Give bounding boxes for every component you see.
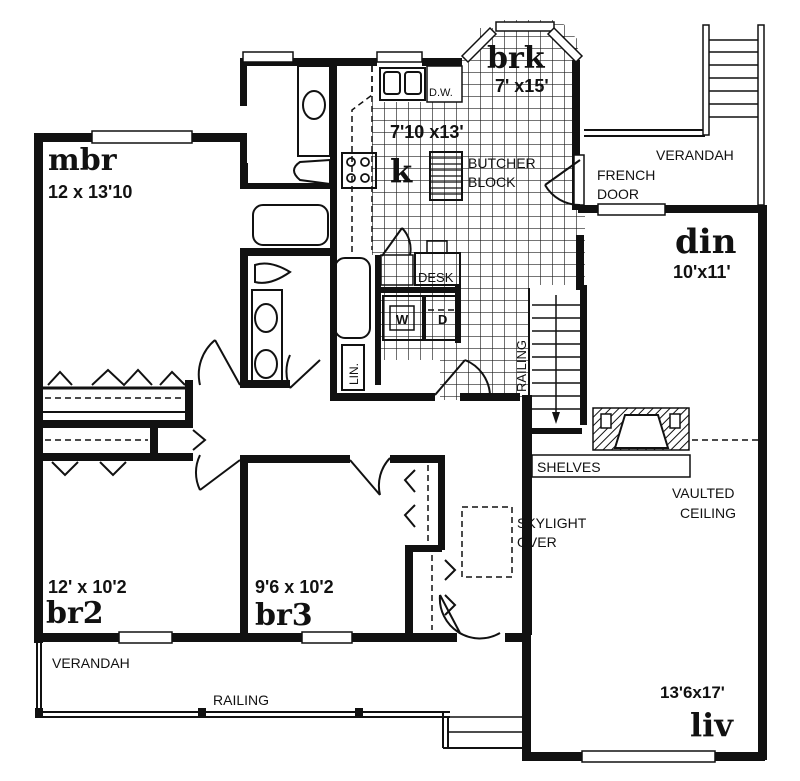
- toilet-icon: [254, 262, 292, 284]
- sink-icon: [302, 90, 326, 120]
- svg-text:D: D: [438, 312, 447, 327]
- svg-text:VERANDAH: VERANDAH: [656, 147, 734, 163]
- verandah-top: [584, 24, 765, 206]
- svg-text:din: din: [675, 222, 736, 262]
- room-label-k: 7'10 x13' k: [390, 122, 464, 190]
- svg-text:SHELVES: SHELVES: [537, 459, 601, 475]
- svg-text:7'10 x13': 7'10 x13': [390, 122, 464, 142]
- svg-text:9'6 x 10'2: 9'6 x 10'2: [255, 577, 334, 597]
- dryer-icon: [424, 295, 458, 341]
- svg-text:W: W: [396, 312, 409, 327]
- svg-text:CEILING: CEILING: [680, 505, 736, 521]
- svg-text:brk: brk: [487, 41, 546, 76]
- svg-text:k: k: [390, 152, 413, 190]
- sink-icon: [379, 67, 426, 101]
- bathroom-fixtures: [251, 65, 371, 391]
- room-label-din: din 10'x11': [673, 222, 736, 282]
- exterior-stairs: [709, 39, 758, 118]
- room-label-mbr: mbr 12 x 13'10: [48, 143, 132, 202]
- sink-icon: [254, 349, 278, 379]
- windows: [91, 21, 716, 763]
- svg-text:RAILING: RAILING: [514, 340, 529, 392]
- room-label-brk: brk 7' x15': [487, 41, 549, 96]
- fireplace: [531, 407, 758, 478]
- washer-icon: [382, 295, 424, 341]
- kitchen-fixtures: [341, 65, 463, 341]
- room-label-br3: 9'6 x 10'2 br3: [255, 577, 334, 633]
- sink-icon: [254, 303, 278, 333]
- svg-text:LIN.: LIN.: [347, 363, 361, 385]
- svg-text:10'x11': 10'x11': [673, 262, 731, 282]
- svg-text:VAULTED: VAULTED: [672, 485, 735, 501]
- bathtub-icon: [252, 204, 329, 246]
- svg-text:12' x 10'2: 12' x 10'2: [48, 577, 127, 597]
- room-label-liv: 13'6x17' liv: [660, 683, 734, 744]
- interior-stair: [528, 288, 582, 434]
- svg-text:br2: br2: [46, 596, 104, 631]
- svg-text:DOOR: DOOR: [597, 186, 639, 202]
- bathtub-icon: [334, 257, 371, 339]
- svg-text:br3: br3: [255, 598, 313, 633]
- svg-text:7' x15': 7' x15': [495, 76, 549, 96]
- svg-text:RAILING: RAILING: [213, 692, 269, 708]
- svg-text:VERANDAH: VERANDAH: [52, 655, 130, 671]
- svg-text:liv: liv: [690, 706, 734, 744]
- skylight-outline: [461, 506, 513, 578]
- svg-text:D.W.: D.W.: [429, 87, 453, 99]
- svg-text:DESK: DESK: [418, 270, 454, 285]
- svg-text:13'6x17': 13'6x17': [660, 683, 725, 702]
- svg-text:12 x 13'10: 12 x 13'10: [48, 182, 132, 202]
- svg-text:BUTCHER: BUTCHER: [468, 155, 536, 171]
- doors: [47, 159, 581, 640]
- svg-text:BLOCK: BLOCK: [468, 174, 516, 190]
- svg-text:SKYLIGHT: SKYLIGHT: [517, 515, 587, 531]
- stove-icon: [341, 152, 377, 189]
- closet-dashes: [43, 386, 433, 630]
- annotations: D.W. BUTCHER BLOCK FRENCH DOOR VERANDAH …: [52, 87, 736, 708]
- verandah-bottom: [35, 642, 522, 749]
- svg-text:mbr: mbr: [48, 143, 118, 178]
- svg-text:FRENCH: FRENCH: [597, 167, 655, 183]
- toilet-icon: [293, 158, 331, 186]
- svg-text:OVER: OVER: [517, 534, 557, 550]
- room-label-br2: 12' x 10'2 br2: [46, 577, 127, 631]
